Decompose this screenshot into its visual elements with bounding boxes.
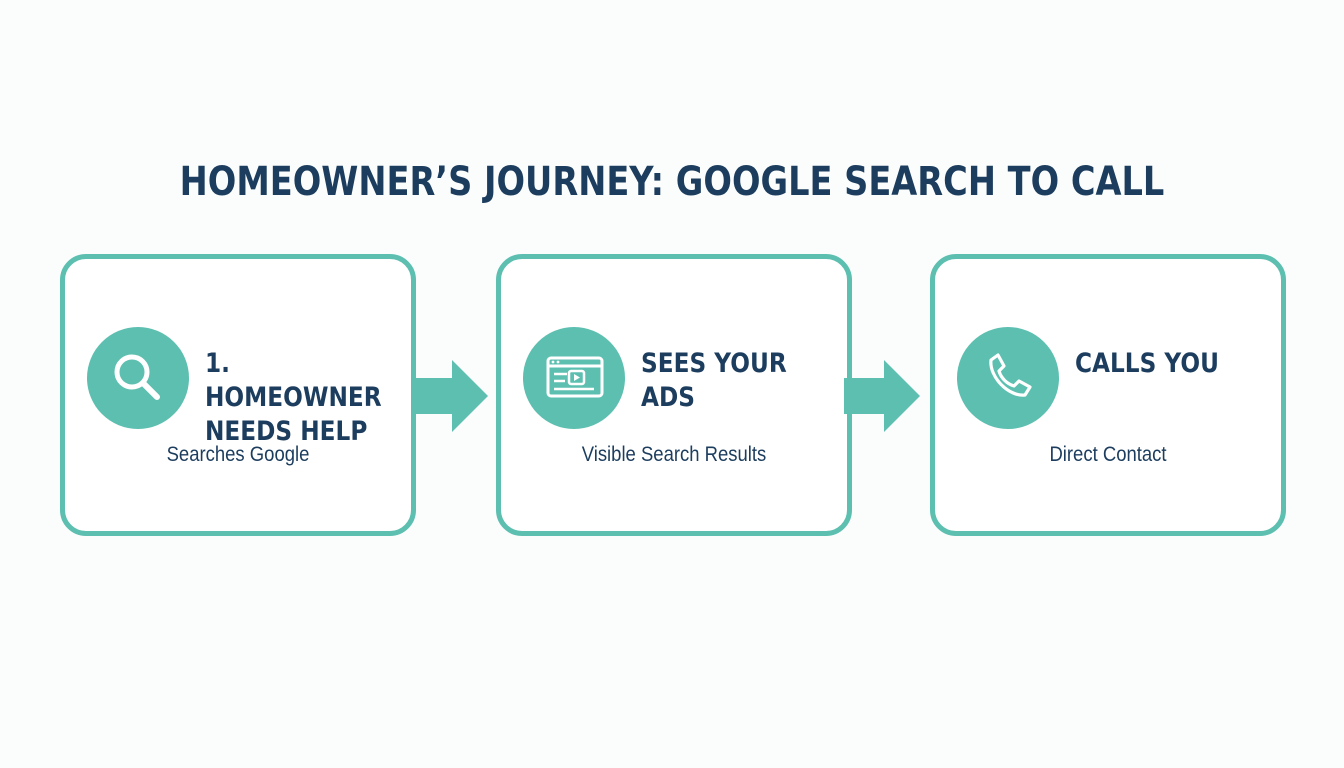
step-subtitle: Visible Search Results: [581, 443, 767, 466]
step-subtitle: Searches Google: [166, 443, 310, 466]
step-heading: SEES YOUR ADS: [641, 348, 787, 413]
phone-icon: [957, 327, 1059, 429]
arrow-right-icon: [844, 360, 920, 432]
step-card-call: CALLS YOU Direct Contact: [930, 254, 1286, 536]
step-subtitle: Direct Contact: [1049, 443, 1167, 466]
step-card-search: 1. HOMEOWNER NEEDS HELP Searches Google: [60, 254, 416, 536]
search-icon: [87, 327, 189, 429]
browser-video-icon: [523, 327, 625, 429]
step-heading: 1. HOMEOWNER NEEDS HELP: [205, 348, 382, 447]
step-card-ads: SEES YOUR ADS Visible Search Results: [496, 254, 852, 536]
arrow-right-icon: [412, 360, 488, 432]
page-title: HOMEOWNER’S JOURNEY: GOOGLE SEARCH TO CA…: [179, 159, 1165, 205]
step-heading: CALLS YOU: [1075, 348, 1219, 379]
